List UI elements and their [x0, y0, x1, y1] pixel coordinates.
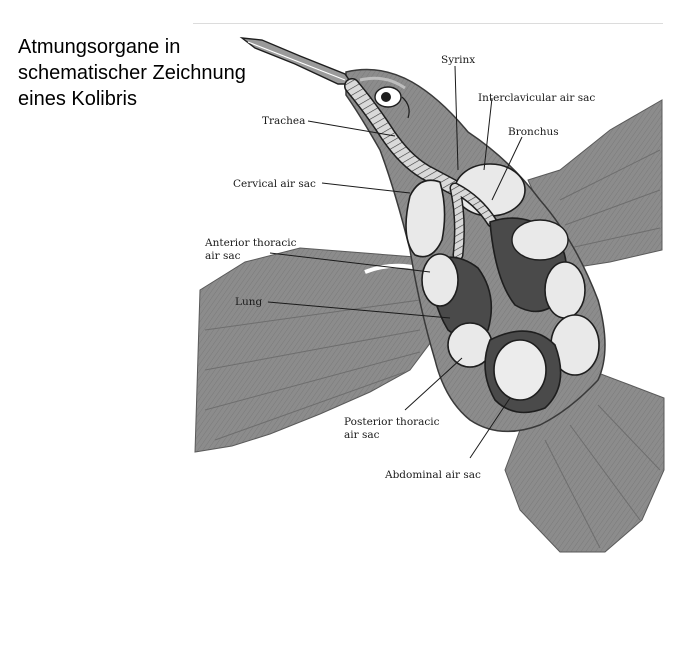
trachea-fill: [345, 79, 462, 195]
head-highlight: [359, 76, 406, 90]
eye-icon: [374, 86, 410, 119]
beak-line: [247, 41, 346, 81]
label-syrinx: Syrinx: [441, 54, 475, 66]
caption-line-2: schematischer Zeichnung: [18, 62, 246, 84]
tail-feather-lines: [544, 404, 661, 549]
label-anterior-thoracic-line2: air sac: [205, 250, 241, 262]
right-wing-feather-lines: [559, 149, 661, 249]
anterior-thoracic-air-sac: [421, 253, 459, 307]
label-posterior-thoracic-line2: air sac: [344, 429, 380, 441]
upper-air-sac-right: [511, 219, 569, 261]
left-wing: [194, 247, 441, 453]
label-abdominal-air-sac: Abdominal air sac: [384, 469, 481, 481]
bronchi-fill: [451, 184, 496, 259]
cervical-air-sac: [405, 179, 446, 258]
anterior-thoracic-air-sac-right: [544, 261, 586, 319]
figure-caption: Atmungsorgane in schematischer Zeichnung…: [18, 34, 298, 112]
caption-line-1: Atmungsorgane in: [18, 36, 181, 58]
abdominal-air-sac: [493, 339, 547, 401]
label-anterior-thoracic-line1: Anterior thoracic: [204, 237, 297, 249]
top-divider: [193, 23, 663, 24]
left-wing-feather-lines: [204, 299, 421, 441]
label-leader-lines: [267, 65, 523, 459]
label-interclavicular-air-sac: Interclavicular air sac: [478, 92, 595, 104]
caption-line-3: eines Kolibris: [18, 88, 137, 110]
label-posterior-thoracic-line1: Posterior thoracic: [344, 416, 440, 428]
label-cervical-air-sac: Cervical air sac: [233, 178, 316, 190]
label-trachea: Trachea: [262, 115, 305, 127]
label-lung: Lung: [235, 296, 262, 308]
label-bronchus: Bronchus: [508, 126, 559, 138]
